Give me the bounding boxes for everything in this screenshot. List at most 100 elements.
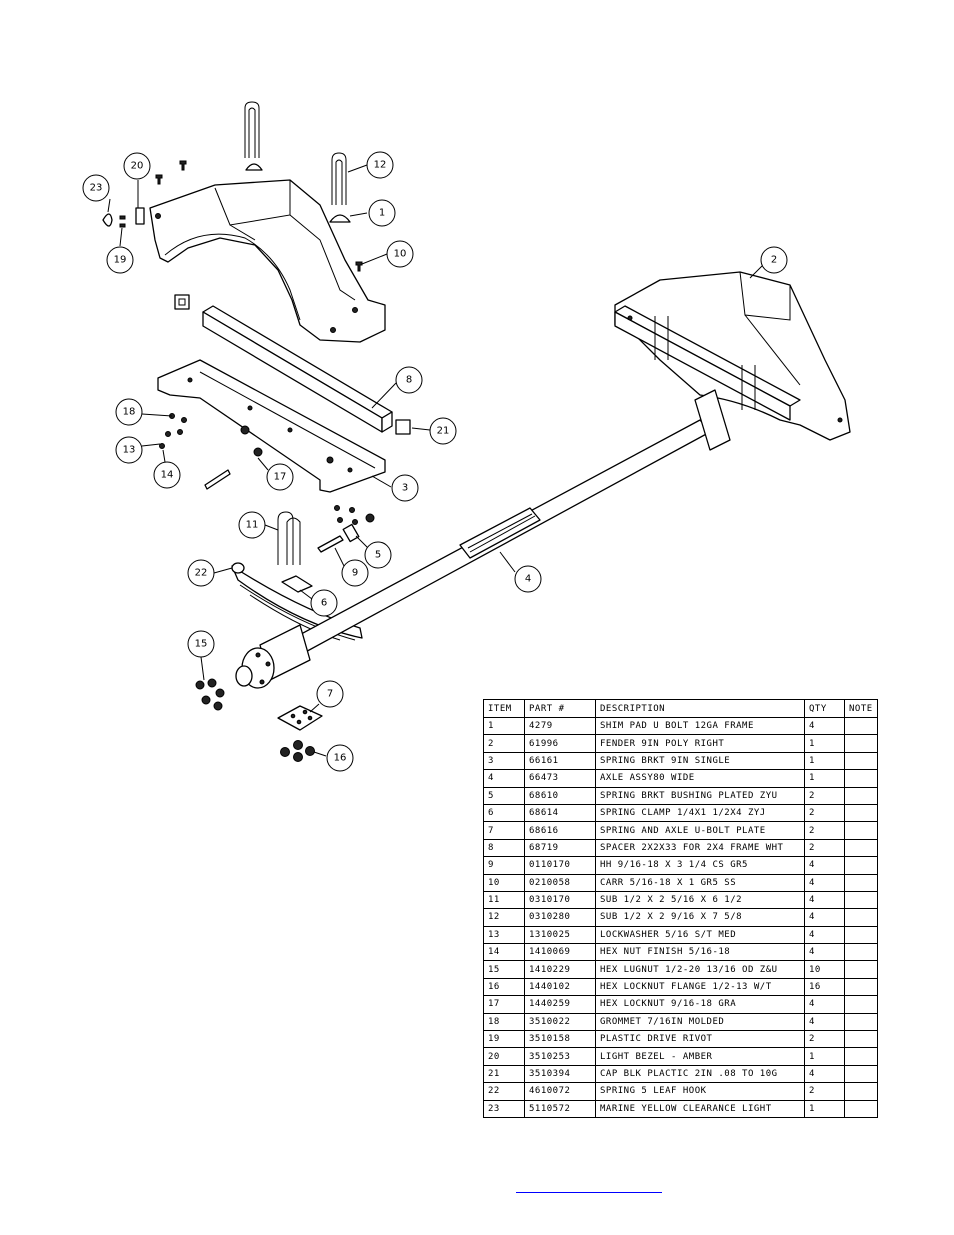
bom-cell-part: 5110572: [524, 1099, 596, 1118]
bom-cell-note: [844, 856, 878, 875]
bom-cell-item: 13: [483, 925, 525, 945]
balloon-7: 7: [316, 680, 344, 708]
bom-header-part: PART #: [524, 699, 596, 718]
bom-cell-qty: 2: [804, 1030, 845, 1049]
bom-cell-part: 3510253: [524, 1047, 596, 1066]
svg-text:20: 20: [131, 161, 144, 172]
bom-cell-description: HEX NUT FINISH 5/16-18: [595, 943, 805, 962]
balloon-16: 16: [326, 744, 354, 772]
svg-text:2: 2: [771, 255, 777, 266]
bom-cell-part: 61996: [524, 734, 596, 753]
bom-cell-qty: 1: [804, 1047, 845, 1066]
bom-cell-note: [844, 943, 878, 962]
svg-text:6: 6: [321, 598, 327, 609]
bom-cell-qty: 2: [804, 1082, 845, 1101]
bom-cell-qty: 4: [804, 873, 845, 892]
bom-cell-note: [844, 960, 878, 979]
bom-cell-note: [844, 821, 878, 840]
bom-cell-note: [844, 873, 878, 892]
balloon-17: 17: [266, 463, 294, 491]
bom-cell-qty: 2: [804, 803, 845, 823]
bom-header-row: ITEM PART # DESCRIPTION QTY NOTE: [483, 699, 878, 718]
bom-cell-part: 1440102: [524, 977, 596, 997]
bom-cell-part: 1410069: [524, 943, 596, 962]
bom-cell-description: HEX LOCKNUT FLANGE 1/2-13 W/T: [595, 977, 805, 997]
balloon-9: 9: [341, 559, 369, 587]
hub-assembly: [235, 624, 311, 689]
bom-cell-note: [844, 751, 878, 771]
bom-cell-qty: 1: [804, 734, 845, 753]
bom-cell-item: 19: [483, 1030, 525, 1049]
bom-cell-note: [844, 1030, 878, 1049]
leader-lines: [107, 164, 763, 757]
bom-cell-item: 15: [483, 960, 525, 979]
bom-cell-part: 4610072: [524, 1082, 596, 1101]
balloon-1: 1: [368, 199, 396, 227]
bom-cell-item: 8: [483, 838, 525, 858]
svg-text:11: 11: [246, 520, 259, 531]
bom-cell-description: HH 9/16-18 X 3 1/4 CS GR5: [595, 856, 805, 875]
svg-text:13: 13: [123, 445, 136, 456]
bom-cell-item: 11: [483, 890, 525, 910]
balloon-18: 18: [115, 398, 143, 426]
balloon-21: 21: [429, 417, 457, 445]
left-fender: [149, 179, 386, 343]
bom-cell-part: 68610: [524, 786, 596, 805]
bom-cell-qty: 4: [804, 890, 845, 910]
bom-cell-description: CAP BLK PLACTIC 2IN .08 TO 10G: [595, 1064, 805, 1084]
bom-cell-part: 0310280: [524, 908, 596, 927]
bom-cell-item: 17: [483, 995, 525, 1014]
bom-cell-qty: 10: [804, 960, 845, 979]
bom-cell-note: [844, 977, 878, 997]
bom-cell-note: [844, 1099, 878, 1118]
bom-cell-description: SPACER 2X2X33 FOR 2X4 FRAME WHT: [595, 838, 805, 858]
bom-cell-description: LOCKWASHER 5/16 S/T MED: [595, 925, 805, 945]
bom-cell-part: 68614: [524, 803, 596, 823]
bom-cell-description: SHIM PAD U BOLT 12GA FRAME: [595, 716, 805, 736]
bom-cell-qty: 2: [804, 838, 845, 858]
balloon-10: 10: [386, 240, 414, 268]
bom-cell-part: 1440259: [524, 995, 596, 1014]
spacer-bar-8: [202, 305, 411, 435]
svg-text:4: 4: [525, 574, 531, 585]
bom-cell-note: [844, 803, 878, 823]
footer-link-underline[interactable]: [516, 1192, 662, 1193]
bom-cell-item: 7: [483, 821, 525, 840]
bom-cell-item: 12: [483, 908, 525, 927]
bom-cell-qty: 4: [804, 1012, 845, 1032]
bom-cell-description: CARR 5/16-18 X 1 GR5 SS: [595, 873, 805, 892]
bom-cell-qty: 4: [804, 908, 845, 927]
balloon-15: 15: [187, 630, 215, 658]
balloon-3: 3: [391, 474, 419, 502]
bom-cell-item: 22: [483, 1082, 525, 1101]
svg-text:22: 22: [195, 568, 208, 579]
bom-cell-description: FENDER 9IN POLY RIGHT: [595, 734, 805, 753]
spring-bracket-3: [157, 359, 386, 493]
bom-cell-note: [844, 1047, 878, 1066]
bom-cell-qty: 4: [804, 925, 845, 945]
balloon-14: 14: [153, 461, 181, 489]
bom-cell-description: MARINE YELLOW CLEARANCE LIGHT: [595, 1099, 805, 1118]
bom-cell-item: 5: [483, 786, 525, 805]
bom-cell-item: 9: [483, 856, 525, 875]
bom-cell-part: 66161: [524, 751, 596, 771]
balloon-20: 20: [123, 152, 151, 180]
bom-cell-note: [844, 1082, 878, 1101]
bom-cell-qty: 4: [804, 995, 845, 1014]
bom-cell-qty: 4: [804, 1064, 845, 1084]
bom-cell-part: 68719: [524, 838, 596, 858]
svg-text:10: 10: [394, 249, 407, 260]
bom-cell-description: SPRING AND AXLE U-BOLT PLATE: [595, 821, 805, 840]
